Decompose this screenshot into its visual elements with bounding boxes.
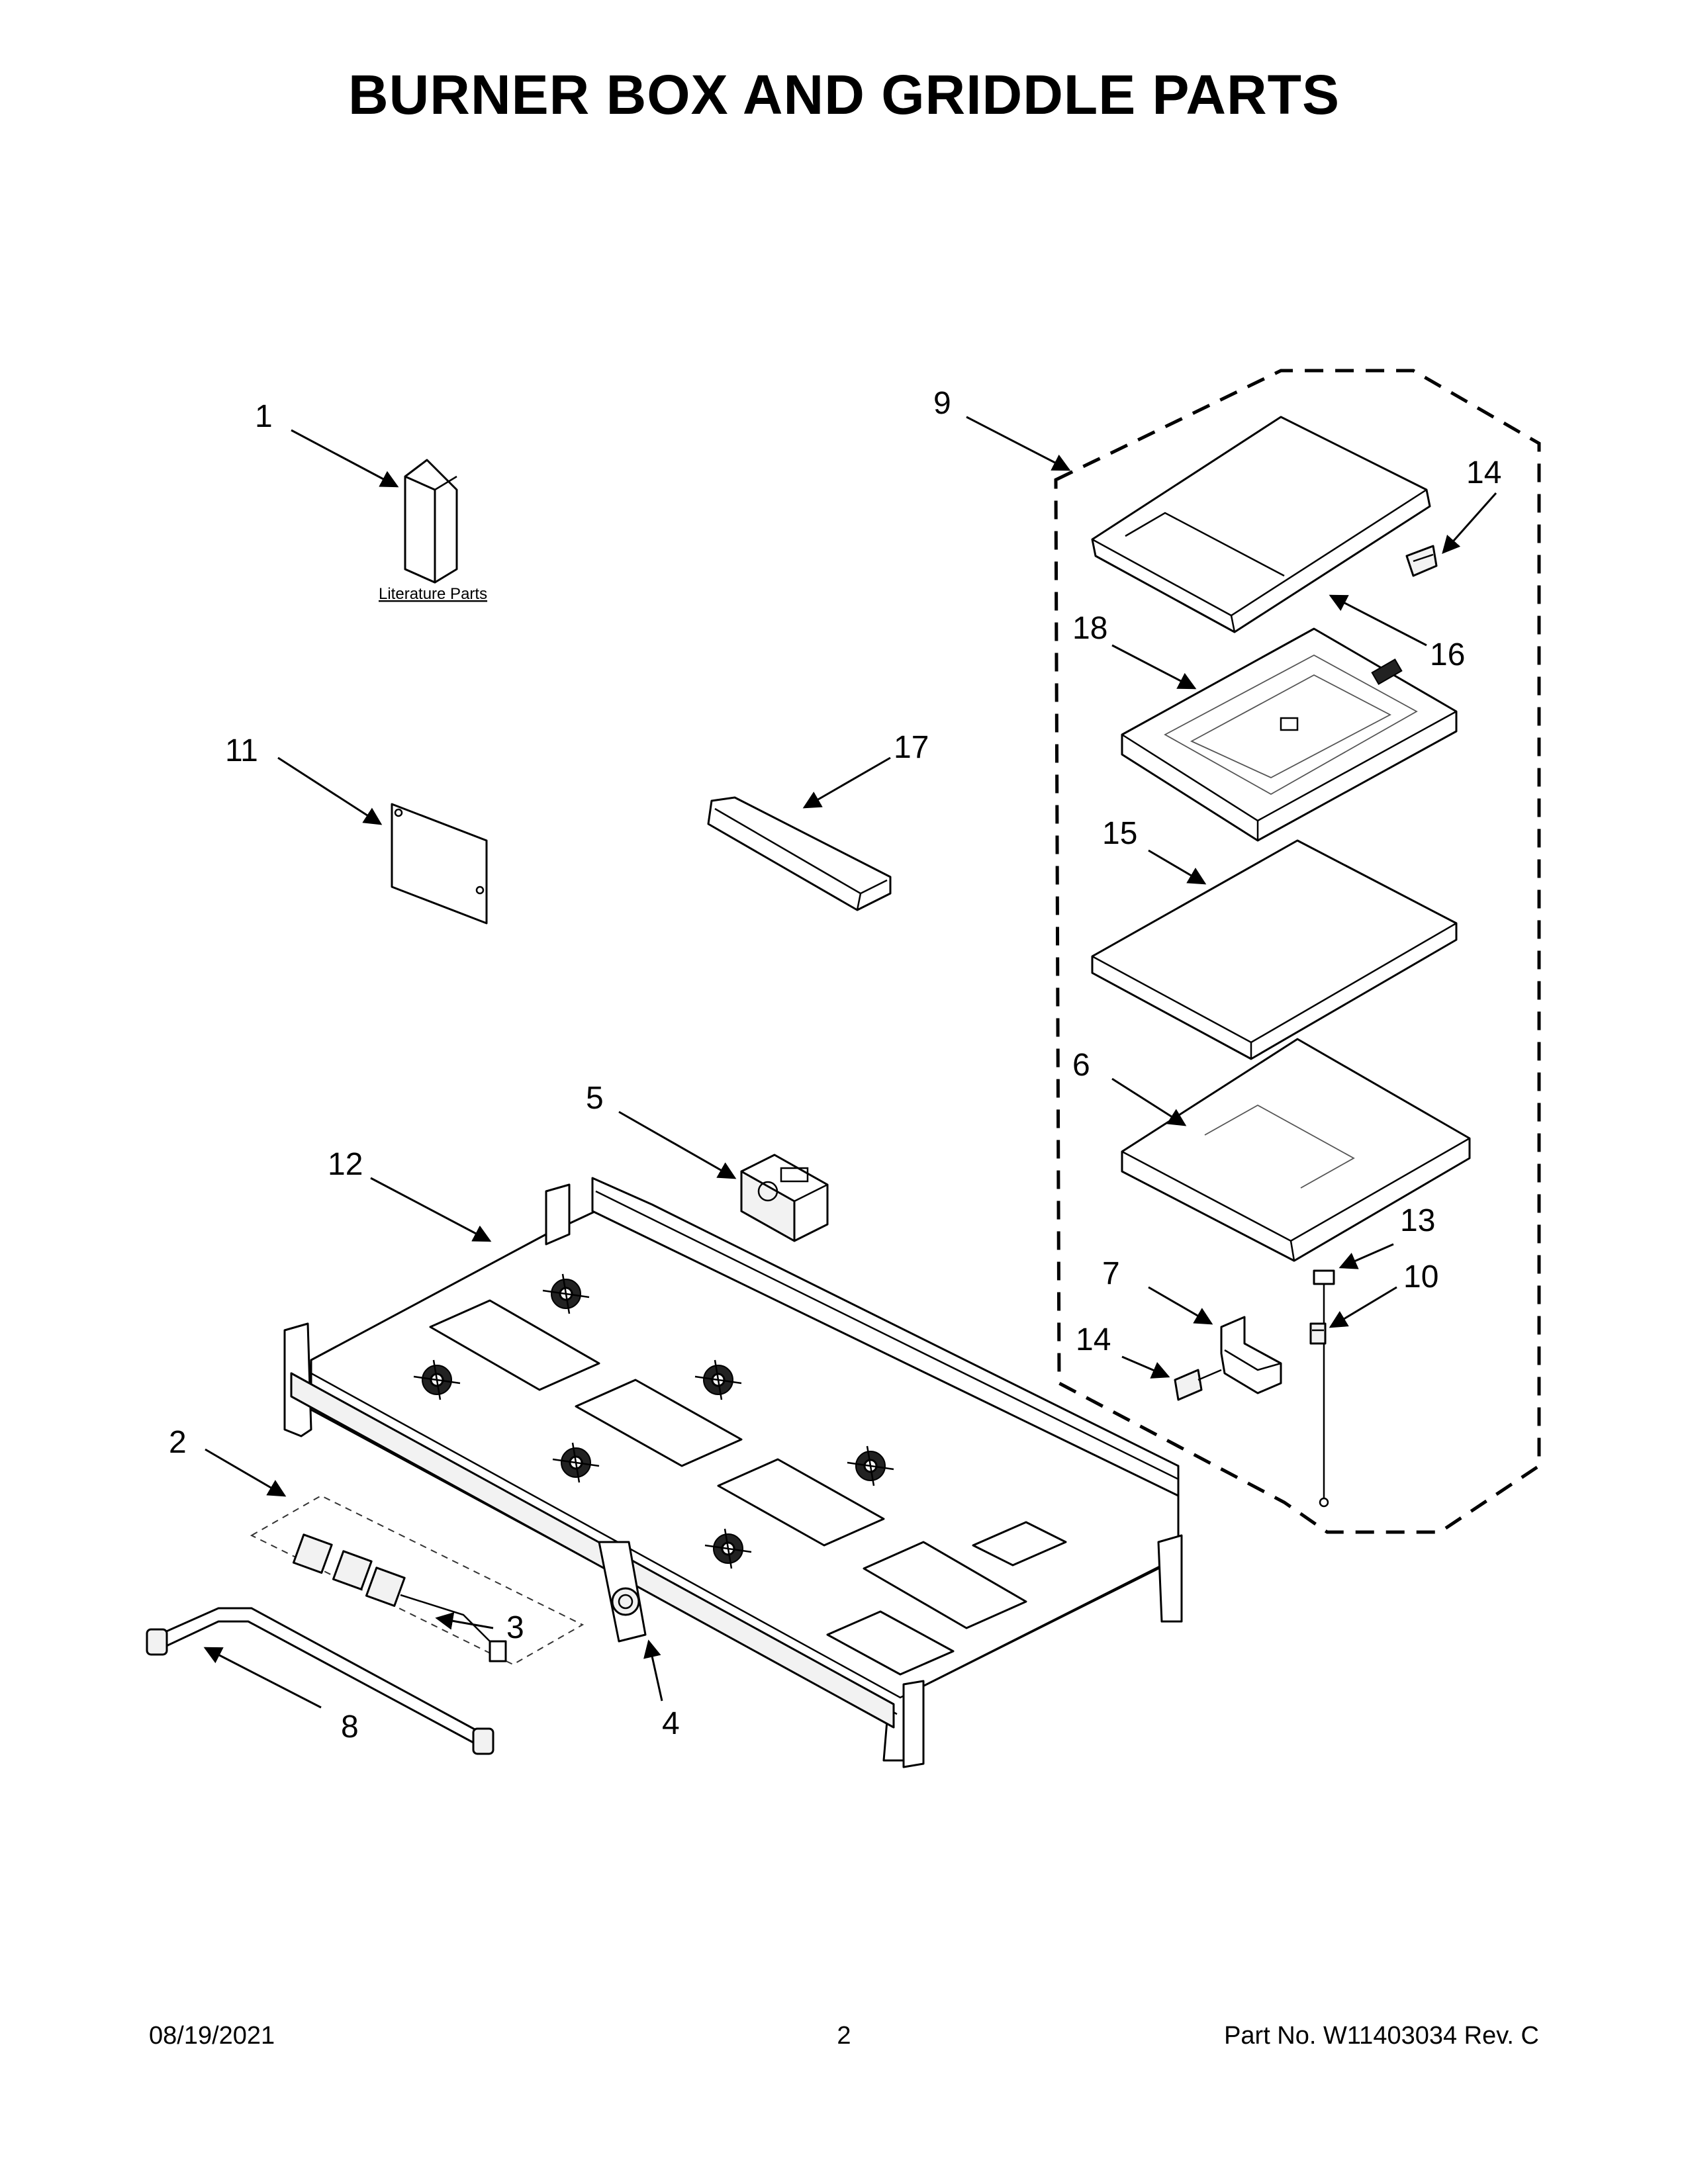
callout-14-top: 14 xyxy=(1466,455,1501,490)
callout-5: 5 xyxy=(586,1081,604,1116)
callout-4: 4 xyxy=(662,1706,680,1741)
callout-17: 17 xyxy=(894,730,929,765)
callout-7: 7 xyxy=(1102,1256,1120,1291)
part-17-grease-tray xyxy=(707,796,892,911)
literature-parts-label: Literature Parts xyxy=(379,585,487,603)
part-15-insulation xyxy=(1091,839,1458,1060)
part-13-temperature-sensor xyxy=(1313,1269,1335,1508)
footer-part-number: Part No. W11403034 Rev. C xyxy=(1224,2022,1539,2050)
callout-10: 10 xyxy=(1403,1259,1438,1295)
footer-page-number: 2 xyxy=(837,2022,851,2050)
part-6-griddle-pan xyxy=(1121,1038,1471,1262)
part-14-screw-a xyxy=(1405,545,1438,577)
footer-date: 08/19/2021 xyxy=(149,2022,275,2050)
callout-13: 13 xyxy=(1400,1203,1435,1238)
callout-8: 8 xyxy=(341,1709,359,1745)
part-12-burner-box xyxy=(283,1177,1183,1768)
page-title: BURNER BOX AND GRIDDLE PARTS xyxy=(348,64,1340,126)
part-9-griddle-plate xyxy=(1091,416,1431,633)
griddle-assembly-boundary xyxy=(1054,369,1541,1534)
part-8-manifold-tube xyxy=(146,1607,494,1755)
part-7-bracket xyxy=(1220,1316,1282,1394)
callout-3: 3 xyxy=(506,1610,524,1645)
callout-15: 15 xyxy=(1102,816,1137,851)
literature-parts: Literature Parts xyxy=(379,459,487,603)
part-18-griddle-element xyxy=(1121,627,1458,842)
callout-9: 9 xyxy=(933,386,951,421)
callout-18: 18 xyxy=(1072,611,1107,646)
part-10-screw xyxy=(1309,1322,1327,1345)
burner-heads xyxy=(413,1273,894,1569)
callout-16: 16 xyxy=(1430,637,1465,672)
callout-1: 1 xyxy=(255,399,273,434)
callout-2: 2 xyxy=(169,1425,187,1460)
part-5-spark-module xyxy=(740,1154,829,1242)
callout-14-bottom: 14 xyxy=(1076,1322,1111,1357)
callout-11: 11 xyxy=(225,733,258,768)
part-2-valve-assembly xyxy=(250,1494,585,1666)
part-14-screw-b xyxy=(1174,1369,1222,1401)
callout-6: 6 xyxy=(1072,1048,1090,1083)
callout-12: 12 xyxy=(328,1147,363,1182)
part-11-bracket-plate xyxy=(391,803,488,925)
